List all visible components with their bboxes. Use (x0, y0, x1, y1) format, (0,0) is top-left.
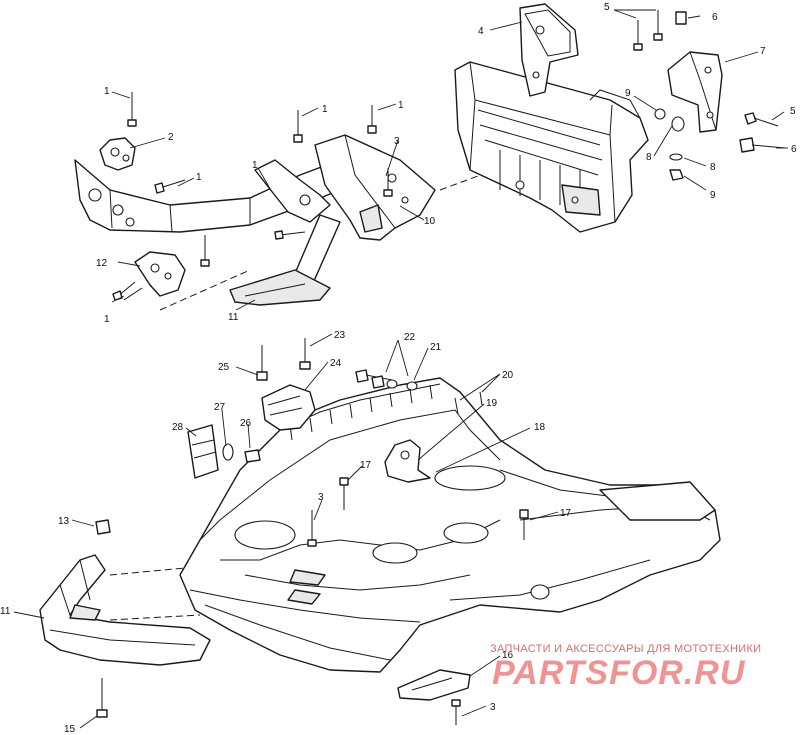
callout-8: 8 (710, 162, 716, 173)
callout-1: 1 (322, 104, 328, 115)
watermark: ЗАПЧАСТИ И АКСЕССУАРЫ ДЛЯ МОТОТЕХНИКИ PA… (490, 643, 761, 692)
callout-1: 1 (252, 160, 258, 171)
callout-1: 1 (398, 100, 404, 111)
callout-22: 22 (404, 332, 416, 343)
callout-2: 2 (168, 132, 174, 143)
callout-12: 12 (96, 258, 108, 269)
front-bumper (39, 554, 211, 666)
callout-6: 6 (791, 144, 797, 155)
callout-1: 1 (196, 172, 202, 183)
plate-28 (187, 424, 219, 479)
callout-5: 5 (790, 106, 796, 117)
callout-5: 5 (604, 2, 610, 13)
callout-11: 11 (228, 312, 239, 323)
callout-4: 4 (478, 26, 484, 37)
callout-1: 1 (104, 86, 110, 97)
callout-17: 17 (360, 460, 372, 471)
callout-25: 25 (218, 362, 230, 373)
bracket-4 (519, 3, 579, 97)
callout-9: 9 (625, 88, 631, 99)
callout-18: 18 (534, 422, 546, 433)
callout-10: 10 (424, 216, 436, 227)
front-frame-assembly (74, 159, 361, 306)
rear-support-frame (454, 61, 649, 233)
callout-21: 21 (430, 342, 442, 353)
fasteners-upper-left (112, 92, 393, 311)
callout-8: 8 (646, 152, 652, 163)
callout-3: 3 (490, 702, 496, 713)
callout-11: 11 (0, 606, 11, 617)
skid-plate-16 (397, 669, 471, 701)
nose-pan (179, 377, 721, 673)
bracket-19 (384, 439, 431, 483)
callout-6: 6 (712, 12, 718, 23)
callout-28: 28 (172, 422, 184, 433)
callout-1: 1 (104, 314, 110, 325)
bracket-7 (667, 51, 723, 133)
bracket-10 (314, 134, 436, 241)
callout-27: 27 (214, 402, 226, 413)
callout-19: 19 (486, 398, 498, 409)
callout-15: 15 (64, 724, 76, 735)
callout-3: 3 (394, 136, 400, 147)
leader-lines (13, 9, 788, 729)
fasteners-upper-right (439, 10, 786, 191)
callout-24: 24 (330, 358, 342, 369)
bracket-24 (261, 384, 316, 431)
callout-23: 23 (334, 330, 346, 341)
bracket-2 (99, 137, 136, 171)
callout-7: 7 (760, 46, 766, 57)
callout-9: 9 (710, 190, 716, 201)
watermark-logo: PARTSFOR.RU (492, 654, 746, 692)
watermark-caption: ЗАПЧАСТИ И АКСЕССУАРЫ ДЛЯ МОТОТЕХНИКИ (490, 643, 761, 655)
callout-16: 16 (502, 650, 514, 661)
callout-3: 3 (318, 492, 324, 503)
callout-26: 26 (240, 418, 252, 429)
callout-13: 13 (58, 516, 70, 527)
callout-17: 17 (560, 508, 572, 519)
fasteners-lower (95, 338, 529, 725)
bracket-12 (134, 251, 186, 297)
callout-20: 20 (502, 370, 514, 381)
